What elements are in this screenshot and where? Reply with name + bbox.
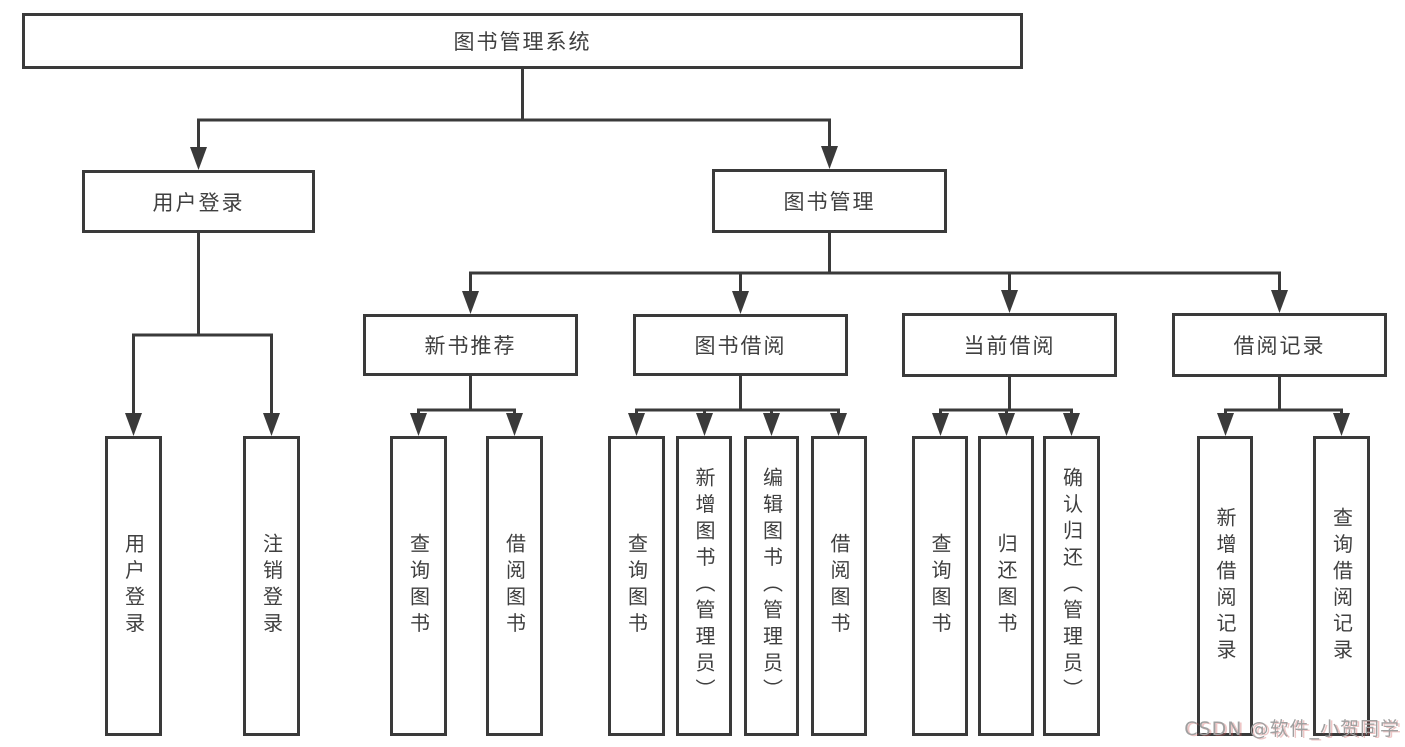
node-borrowing-records: 借阅记录	[1172, 313, 1387, 377]
connector-book-management	[469, 233, 1281, 293]
leaf-return-book: 归还图书	[978, 436, 1034, 736]
leaf-query-books-borrowing: 查询图书	[608, 436, 665, 736]
arrowhead	[830, 413, 847, 436]
node-borrowing-records-label: 借阅记录	[1233, 334, 1326, 358]
arrowhead	[125, 413, 142, 436]
arrowhead	[821, 146, 838, 169]
leaf-add-borrow-record-label: 新增借阅记录	[1213, 506, 1237, 666]
node-user-login: 用户登录	[82, 170, 315, 233]
arrowhead	[1333, 413, 1350, 436]
node-book-borrowing: 图书借阅	[633, 314, 848, 376]
node-user-login-label: 用户登录	[152, 190, 245, 215]
connector-borrowing-records	[1224, 377, 1343, 415]
arrowhead	[190, 147, 207, 170]
leaf-add-book-admin: 新增图书（管理员）	[676, 436, 732, 736]
leaf-borrow-books-borrowing: 借阅图书	[811, 436, 867, 736]
node-book-management-label: 图书管理	[783, 190, 876, 214]
leaf-edit-book-admin-label: 编辑图书（管理员）	[759, 467, 784, 705]
node-root-label: 图书管理系统	[453, 30, 592, 54]
leaf-query-borrow-record-label: 查询借阅记录	[1329, 506, 1354, 666]
connector-root	[197, 69, 831, 149]
leaf-user-login-label: 用户登录	[121, 533, 146, 639]
leaf-confirm-return-admin: 确认归还（管理员）	[1043, 436, 1100, 736]
connector-user-login	[132, 233, 273, 415]
arrowhead	[1217, 413, 1234, 436]
arrowhead	[763, 413, 780, 436]
leaf-add-borrow-record: 新增借阅记录	[1197, 436, 1253, 736]
leaf-logout: 注销登录	[243, 436, 300, 736]
leaf-borrow-books-borrowing-label: 借阅图书	[827, 533, 851, 639]
leaf-query-books-current-label: 查询图书	[928, 533, 952, 639]
node-new-book-recommend-label: 新书推荐	[424, 334, 517, 358]
node-current-borrowing: 当前借阅	[902, 313, 1117, 377]
node-book-borrowing-label: 图书借阅	[694, 334, 787, 358]
leaf-query-borrow-record: 查询借阅记录	[1313, 436, 1370, 736]
arrowhead	[732, 291, 749, 314]
arrowhead	[1063, 413, 1080, 436]
arrowhead	[1271, 290, 1288, 313]
leaf-logout-label: 注销登录	[259, 533, 284, 639]
leaf-query-books-current: 查询图书	[912, 436, 968, 736]
leaf-user-login: 用户登录	[105, 436, 162, 736]
node-book-management: 图书管理	[712, 169, 947, 233]
leaf-borrow-books-recommend: 借阅图书	[486, 436, 543, 736]
arrowhead	[410, 413, 427, 436]
arrowhead	[263, 413, 280, 436]
arrowhead	[506, 413, 523, 436]
arrowhead	[696, 413, 713, 436]
arrowhead	[998, 413, 1015, 436]
leaf-query-books-borrowing-label: 查询图书	[624, 533, 649, 639]
leaf-borrow-books-recommend-label: 借阅图书	[502, 533, 527, 639]
csdn-watermark: CSDN @软件_小贺同学	[1184, 718, 1400, 740]
leaf-confirm-return-admin-label: 确认归还（管理员）	[1059, 467, 1084, 705]
node-root: 图书管理系统	[22, 13, 1023, 69]
arrowhead	[628, 413, 645, 436]
arrowhead	[1001, 290, 1018, 313]
arrowhead	[462, 291, 479, 314]
node-new-book-recommend: 新书推荐	[363, 314, 578, 376]
connector-new-book-recommend	[417, 376, 516, 415]
connector-current-borrowing	[939, 377, 1073, 415]
leaf-query-books-recommend: 查询图书	[390, 436, 447, 736]
leaf-query-books-recommend-label: 查询图书	[406, 533, 431, 639]
connector-book-borrowing	[635, 376, 840, 415]
leaf-edit-book-admin: 编辑图书（管理员）	[744, 436, 799, 736]
node-current-borrowing-label: 当前借阅	[963, 334, 1056, 358]
arrowhead	[932, 413, 949, 436]
leaf-add-book-admin-label: 新增图书（管理员）	[692, 467, 716, 705]
leaf-return-book-label: 归还图书	[994, 533, 1018, 639]
